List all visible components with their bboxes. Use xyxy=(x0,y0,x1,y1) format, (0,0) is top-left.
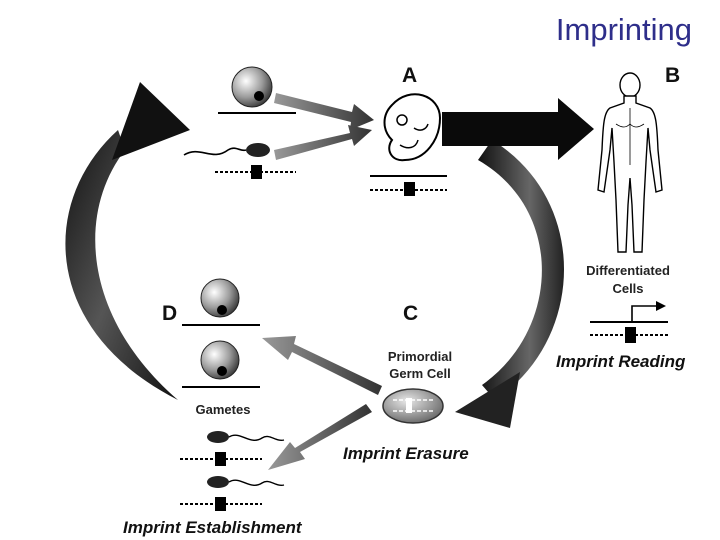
panel-letter-c: C xyxy=(403,302,418,325)
arrow-c-to-d xyxy=(262,336,382,395)
primordial-germ-cell xyxy=(382,388,444,424)
gamete-egg-2 xyxy=(182,340,260,388)
arrow-c-to-sperm xyxy=(268,404,372,470)
embryo xyxy=(370,93,447,196)
primordial-label-line1: Primordial xyxy=(388,349,452,364)
gamete-egg-1 xyxy=(182,278,260,326)
arrow-a-to-b xyxy=(442,98,594,160)
reading-gene-marker xyxy=(590,301,668,343)
arrows-gametes-to-embryo xyxy=(274,93,374,160)
imprint-erasure-label: Imprint Erasure xyxy=(343,444,469,463)
gametes-label: Gametes xyxy=(196,402,251,417)
panel-letter-a: A xyxy=(402,64,417,87)
panel-letter-b: B xyxy=(665,64,680,87)
primordial-label-line2: Germ Cell xyxy=(389,366,450,381)
differentiated-cells-label-line1: Differentiated xyxy=(586,263,670,278)
human-figure xyxy=(597,72,663,253)
left-cycle-arrow xyxy=(65,82,190,400)
imprint-reading-label: Imprint Reading xyxy=(556,352,686,371)
panel-letter-d: D xyxy=(162,302,177,325)
top-sperm xyxy=(183,143,296,179)
gamete-sperm-1 xyxy=(180,431,285,466)
differentiated-cells-label-line2: Cells xyxy=(612,281,643,296)
imprint-establishment-label: Imprint Establishment xyxy=(123,518,303,537)
top-egg xyxy=(218,66,296,114)
right-cycle-arrow xyxy=(455,140,565,428)
page-title: Imprinting xyxy=(555,12,692,47)
gamete-sperm-2 xyxy=(180,476,285,511)
